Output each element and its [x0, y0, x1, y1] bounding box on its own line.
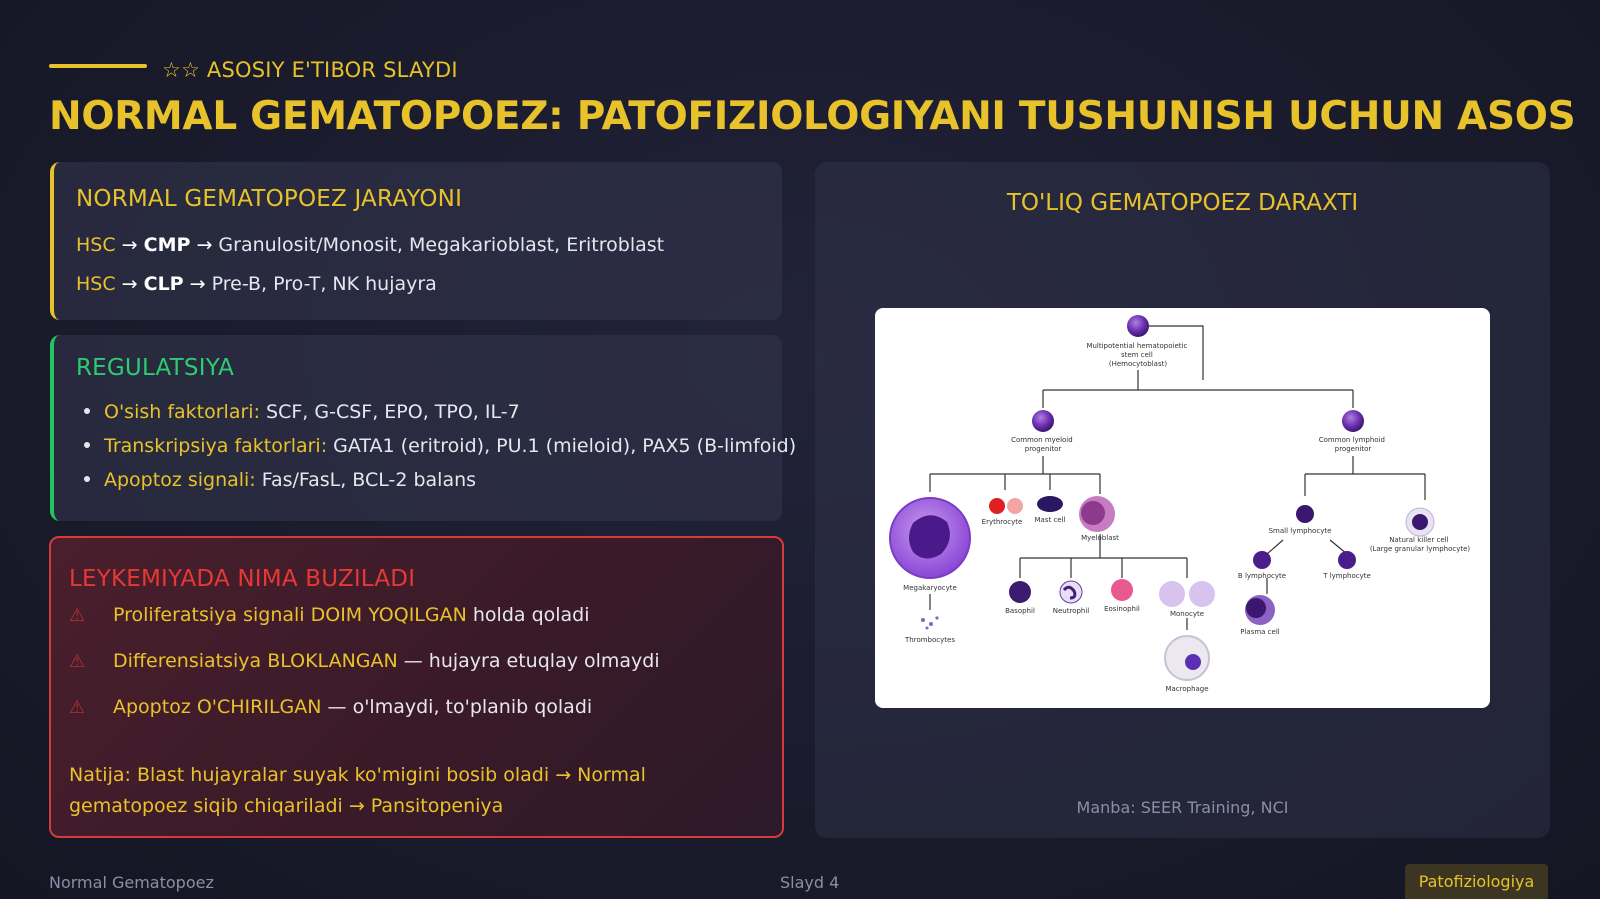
- process-row-rest: Pre-B, Pro-T, NK hujayra: [211, 273, 437, 295]
- process-row-arrow: →: [190, 234, 219, 256]
- regulation-card: REGULATSIYA O'sish faktorlari: SCF, G-CS…: [50, 335, 796, 521]
- leukemia-item-text: — hujayra etuqlay olmaydi: [397, 650, 660, 672]
- thrombocytes-label: Thrombocytes: [904, 636, 955, 644]
- process-row-arrow: →: [115, 273, 144, 295]
- warning-icon: ⚠: [69, 697, 86, 718]
- bullet-dot: [84, 407, 90, 414]
- small-lymphocyte-icon: [1296, 505, 1314, 523]
- process-row-rest: Granulosit/Monosit, Megakarioblast, Erit…: [218, 234, 665, 256]
- footer-topic: Normal Gematopoez: [49, 873, 214, 892]
- bullet-dot: [84, 441, 90, 448]
- regulation-item: Apoptoz signali: Fas/FasL, BCL-2 balans: [84, 469, 476, 491]
- slide-title: NORMAL GEMATOPOEZ: PATOFIZIOLOGIYANI TUS…: [49, 94, 1576, 139]
- cmp-label: Common myeloid progenitor: [1011, 436, 1075, 453]
- slide-kicker: ☆☆ ASOSIY E'TIBOR SLAYDI: [162, 58, 458, 82]
- neutrophil-nucleus-icon: [1062, 585, 1077, 600]
- leukemia-item-text: — o'lmaydi, to'planib qoladi: [321, 696, 593, 718]
- basophil-icon: [1009, 581, 1031, 603]
- t-lymphocyte-label: T lymphocyte: [1322, 572, 1371, 580]
- process-row-mid: CMP: [143, 234, 191, 256]
- leukemia-item-highlight: Differensiatsiya BLOKLANGAN: [113, 650, 398, 672]
- leukemia-item: ⚠ Apoptoz O'CHIRILGAN — o'lmaydi, to'plan…: [69, 696, 592, 718]
- small-lymphocyte-label: Small lymphocyte: [1269, 527, 1332, 535]
- megakaryocyte-nucleus-icon: [909, 515, 950, 559]
- tree-panel-title: TO'LIQ GEMATOPOEZ DARAXTI: [1006, 190, 1359, 216]
- process-row-lymphoid: HSC → CLP → Pre-B, Pro-T, NK hujayra: [76, 273, 437, 295]
- megakaryocyte-label: Megakaryocyte: [903, 584, 957, 592]
- tree-source: Manba: SEER Training, NCI: [1076, 798, 1289, 817]
- footer-category-tag: Patofiziologiya: [1405, 864, 1548, 899]
- thrombocytes-icon: [921, 616, 939, 630]
- regulation-item-text: SCF, G-CSF, EPO, TPO, IL-7: [259, 401, 520, 423]
- process-row-start: HSC: [76, 234, 116, 256]
- regulation-item: Transkripsiya faktorlari: GATA1 (eritroi…: [84, 435, 796, 457]
- regulation-item-label: Transkripsiya faktorlari:: [104, 435, 328, 457]
- leukemia-item-highlight: Apoptoz O'CHIRILGAN: [113, 696, 322, 718]
- process-row-mid: CLP: [143, 273, 184, 295]
- header-accent-line: [49, 64, 147, 68]
- myeloblast-nucleus-icon: [1081, 501, 1105, 525]
- leukemia-item: ⚠ Differensiatsiya BLOKLANGAN — hujayra e…: [69, 650, 660, 672]
- leukemia-result: Natija: Blast hujayralar suyak ko'migini…: [69, 764, 646, 817]
- regulation-card-title: REGULATSIYA: [76, 355, 235, 381]
- monocyte-icon: [1159, 581, 1185, 607]
- tree-connectors: [929, 325, 1426, 630]
- process-row-arrow: →: [115, 234, 144, 256]
- nk-cell-label: Natural killer cell (Large granular lymp…: [1370, 536, 1471, 553]
- regulation-item-text: Fas/FasL, BCL-2 balans: [255, 469, 477, 491]
- b-lymphocyte-icon: [1253, 551, 1271, 569]
- regulation-item: O'sish faktorlari: SCF, G-CSF, EPO, TPO,…: [84, 401, 520, 423]
- nk-cell-nucleus-icon: [1412, 514, 1428, 530]
- process-row-start: HSC: [76, 273, 116, 295]
- mast-cell-label: Mast cell: [1035, 516, 1066, 524]
- neutrophil-label: Neutrophil: [1053, 607, 1090, 615]
- clp-cell-icon: [1342, 410, 1364, 432]
- clp-label: Common lymphoid progenitor: [1319, 436, 1387, 453]
- tree-panel: TO'LIQ GEMATOPOEZ DARAXTI: [815, 162, 1550, 838]
- plasma-cell-label: Plasma cell: [1240, 628, 1280, 636]
- process-card: NORMAL GEMATOPOEZ JARAYONI HSC → CMP → G…: [50, 162, 782, 320]
- myeloblast-label: Myeloblast: [1081, 534, 1119, 542]
- footer-slide-number: Slayd 4: [780, 873, 840, 892]
- warning-icon: ⚠: [69, 651, 86, 672]
- stem-cell-label: Multipotential hematopoietic stem cell (…: [1086, 342, 1189, 368]
- process-row-arrow: →: [183, 273, 212, 295]
- regulation-item-label: Apoptoz signali:: [104, 469, 256, 491]
- hematopoiesis-tree-svg: Multipotential hematopoietic stem cell (…: [889, 315, 1471, 693]
- eosinophil-label: Eosinophil: [1104, 605, 1140, 613]
- erythrocyte-label: Erythrocyte: [982, 518, 1023, 526]
- monocyte-icon: [1189, 581, 1215, 607]
- leukemia-item: ⚠ Proliferatsiya signali DOIM YOQILGAN ho…: [69, 604, 590, 626]
- monocyte-label: Monocyte: [1170, 610, 1204, 618]
- mast-cell-icon: [1037, 496, 1063, 512]
- bullet-dot: [84, 475, 90, 482]
- b-lymphocyte-label: B lymphocyte: [1238, 572, 1286, 580]
- plasma-cell-nucleus-icon: [1246, 598, 1266, 618]
- erythrocyte-icon: [989, 498, 1005, 514]
- leukemia-card: LEYKEMIYADA NIMA BUZILADI ⚠ Proliferatsiy…: [49, 536, 784, 838]
- hematopoiesis-tree-diagram: Multipotential hematopoietic stem cell (…: [875, 308, 1490, 708]
- regulation-item-text: GATA1 (eritroid), PU.1 (mieloid), PAX5 (…: [327, 435, 797, 457]
- regulation-item-label: O'sish faktorlari:: [104, 401, 260, 423]
- erythrocyte-icon: [1007, 498, 1023, 514]
- stem-cell-icon: [1127, 315, 1149, 337]
- leukemia-item-highlight: Proliferatsiya signali DOIM YOQILGAN: [113, 604, 467, 626]
- macrophage-label: Macrophage: [1165, 685, 1208, 693]
- leukemia-card-title: LEYKEMIYADA NIMA BUZILADI: [69, 566, 416, 592]
- process-row-myeloid: HSC → CMP → Granulosit/Monosit, Megakari…: [76, 234, 664, 256]
- eosinophil-icon: [1111, 579, 1133, 601]
- neutrophil-icon: [1059, 580, 1083, 604]
- macrophage-nucleus-icon: [1185, 654, 1201, 670]
- warning-icon: ⚠: [69, 605, 86, 626]
- process-card-title: NORMAL GEMATOPOEZ JARAYONI: [76, 186, 463, 212]
- cmp-cell-icon: [1032, 410, 1054, 432]
- t-lymphocyte-icon: [1338, 551, 1356, 569]
- leukemia-item-text: holda qoladi: [466, 604, 590, 626]
- basophil-label: Basophil: [1005, 607, 1035, 615]
